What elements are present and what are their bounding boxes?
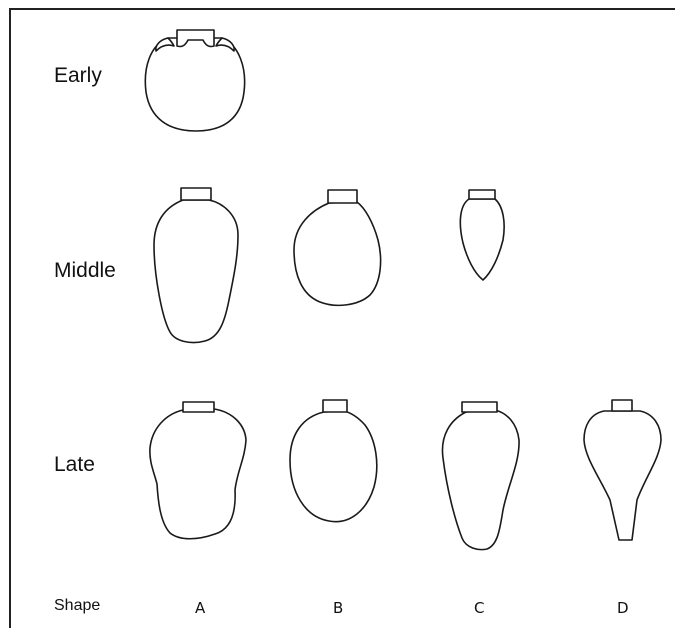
vessel-late-d bbox=[584, 400, 661, 540]
vessel-middle-c bbox=[460, 190, 504, 280]
vessel-late-b bbox=[290, 400, 377, 522]
vessel-late-a bbox=[150, 402, 246, 539]
column-label-c: C bbox=[474, 599, 484, 617]
shape-axis-label: Shape bbox=[54, 597, 100, 615]
column-label-a: A bbox=[195, 599, 205, 617]
vessel-middle-a bbox=[154, 188, 238, 343]
vessel-middle-b bbox=[294, 190, 381, 305]
column-label-b: B bbox=[333, 599, 343, 617]
column-label-d: D bbox=[617, 599, 629, 617]
vessel-early-a bbox=[145, 30, 244, 131]
vessel-late-c bbox=[442, 402, 519, 550]
